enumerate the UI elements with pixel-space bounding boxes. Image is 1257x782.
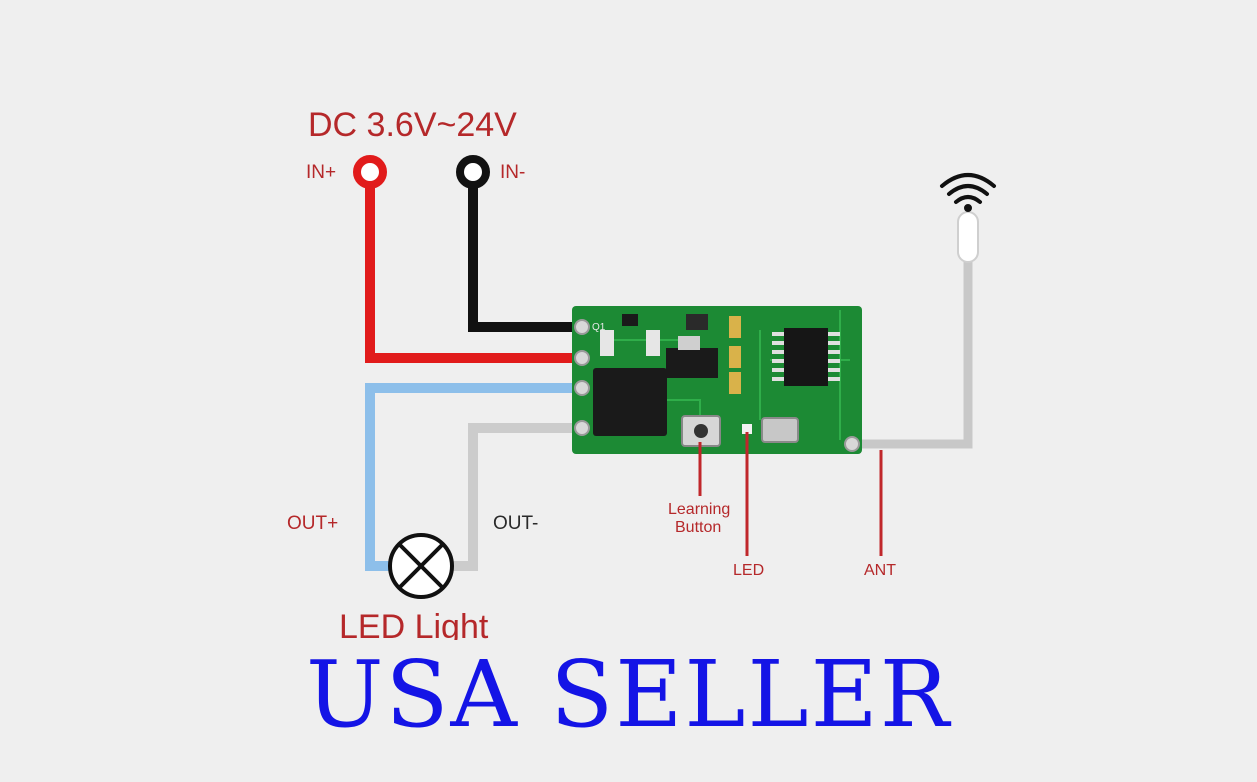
out-plus-label: OUT+ [287, 513, 338, 534]
ant-label: ANT [864, 562, 896, 579]
led-label: LED [733, 562, 764, 579]
pcb-silkscreen: Q1 [592, 322, 606, 333]
in-minus-label: IN- [500, 162, 525, 183]
learning-button-label-line2: Button [675, 519, 721, 536]
supply-voltage-label: DC 3.6V~24V [308, 106, 517, 144]
usa-seller-banner: USA SELLER [305, 641, 952, 748]
wire-out-plus [365, 383, 585, 571]
led-light-label: LED Light [339, 608, 489, 640]
in-plus-label: IN+ [306, 162, 336, 183]
antenna-wire [850, 260, 973, 449]
wifi-signal-icon [940, 173, 996, 212]
terminal-in-plus [353, 155, 387, 189]
learning-button-label-line1: Learning [668, 501, 730, 518]
lamp-icon [388, 533, 454, 599]
receiver-module-pcb: Q1 [572, 306, 862, 454]
wire-in-minus [468, 172, 585, 332]
antenna-tip [957, 211, 979, 263]
wire-in-plus [365, 172, 585, 363]
out-minus-label: OUT- [493, 513, 538, 534]
wiring-diagram: DC 3.6V~24V IN+ IN- OUT+ OUT- LED Light [287, 106, 996, 640]
terminal-in-minus [456, 155, 490, 189]
wire-out-minus [452, 423, 585, 571]
